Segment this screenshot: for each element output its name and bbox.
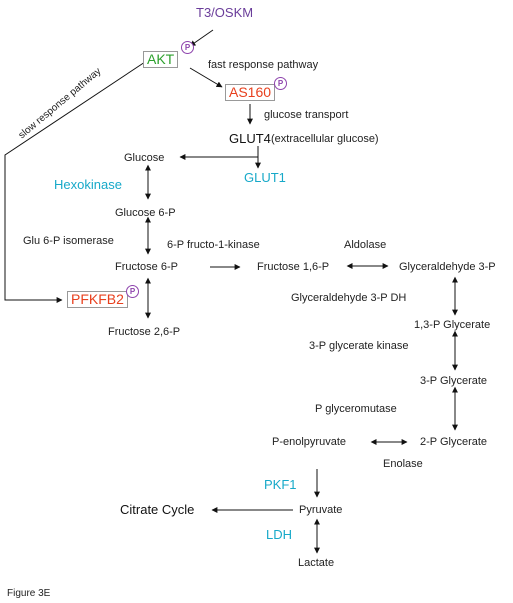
node-3p-glycerate-kinase: 3-P glycerate kinase — [309, 340, 409, 352]
node-hexokinase: Hexokinase — [54, 177, 122, 192]
node-glucose-6p: Glucose 6-P — [115, 207, 176, 219]
node-fructose-16p: Fructose 1,6-P — [257, 261, 330, 273]
node-fructose-6p: Fructose 6-P — [115, 261, 178, 273]
node-pyruvate: Pyruvate — [299, 504, 343, 516]
node-pkf1: PKF1 — [264, 477, 297, 492]
node-extracellular-glucose: (extracellular glucose) — [271, 133, 379, 145]
node-p-enolpyruvate: P-enolpyruvate — [272, 436, 346, 448]
node-fructose-26p: Fructose 2,6-P — [108, 326, 181, 338]
node-2p-glycerate: 2-P Glycerate — [420, 436, 488, 448]
node-lactate: Lactate — [298, 557, 335, 569]
node-enolase: Enolase — [383, 458, 423, 470]
node-as160: AS160 — [225, 84, 276, 101]
figure-caption: Figure 3E — [7, 588, 51, 599]
arrow-slow-pathway — [4, 61, 146, 303]
node-pfkfb2: PFKFB2 — [67, 291, 128, 308]
phospho-icon-pfkfb2: P — [126, 285, 139, 298]
node-glu-6p-isomerase: Glu 6-P isomerase — [23, 235, 114, 247]
node-citrate-cycle: Citrate Cycle — [120, 502, 195, 517]
node-t3-oskm: T3/OSKM — [196, 5, 254, 20]
node-p-glyceromutase: P glyceromutase — [315, 403, 397, 415]
node-3p-glycerate: 3-P Glycerate — [420, 375, 488, 387]
phospho-icon-akt: P — [181, 41, 194, 54]
node-aldolase: Aldolase — [344, 239, 387, 251]
label-fast-pathway: fast response pathway — [208, 59, 319, 71]
node-glut1: GLUT1 — [244, 170, 286, 185]
node-glut4: GLUT4 — [229, 131, 271, 146]
arrow-akt-as160 — [189, 67, 223, 88]
node-glyceraldehyde-3p-dh: Glyceraldehyde 3-P DH — [291, 292, 407, 304]
node-glucose: Glucose — [124, 152, 165, 164]
phospho-icon-as160: P — [274, 77, 287, 90]
arrow-t3-akt — [189, 29, 214, 47]
label-glucose-transport: glucose transport — [264, 109, 349, 121]
node-akt: AKT — [143, 51, 179, 68]
node-glyceraldehyde-3p: Glyceraldehyde 3-P — [399, 261, 496, 273]
node-6p-fructo-1-kinase: 6-P fructo-1-kinase — [167, 239, 260, 251]
node-13-p-glycerate: 1,3-P Glycerate — [414, 319, 491, 331]
node-ldh: LDH — [266, 527, 293, 542]
